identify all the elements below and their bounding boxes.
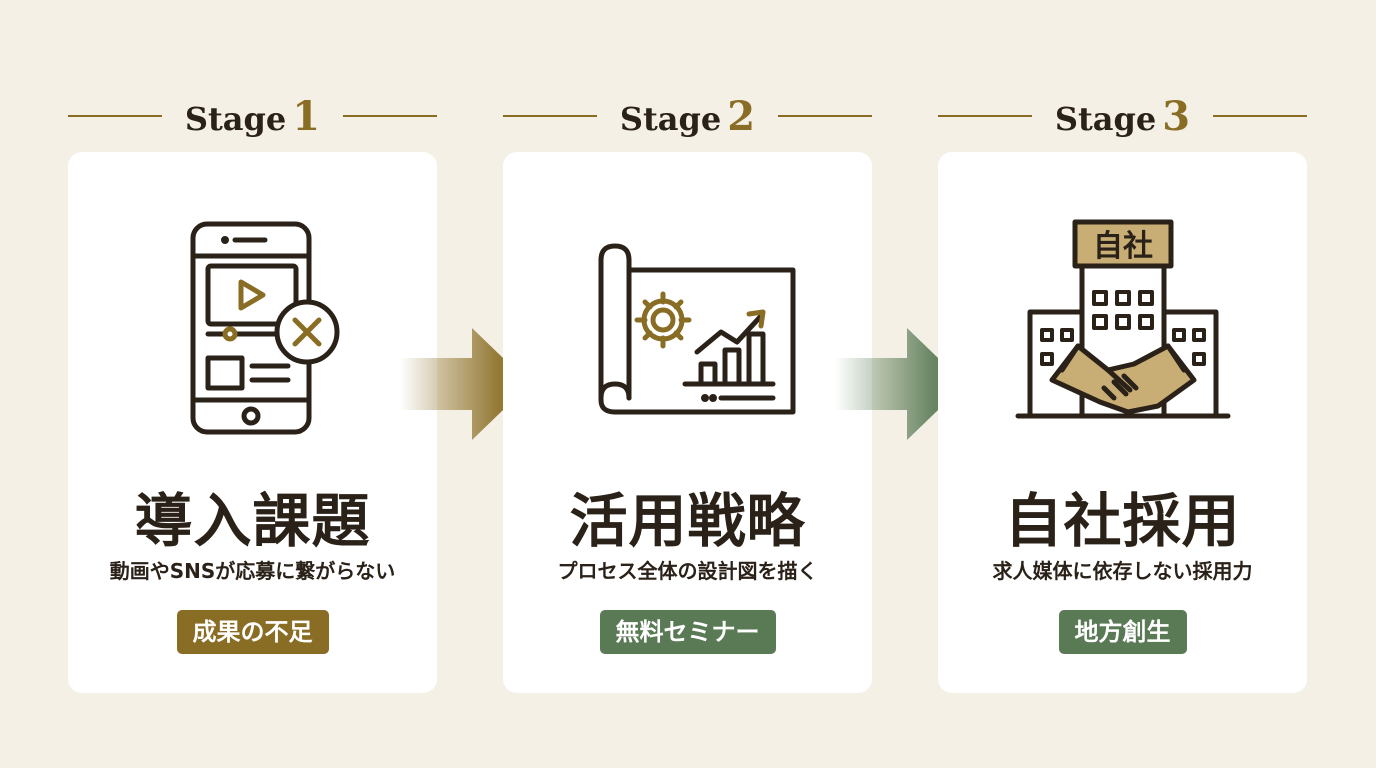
stage-2-label: Stage 2 xyxy=(620,93,755,140)
arrow-right-icon xyxy=(835,328,965,440)
stage-1-label: Stage 1 xyxy=(185,93,320,140)
stage-number: 2 xyxy=(727,92,756,140)
header-rule-left xyxy=(503,115,597,117)
card-icon-wrap xyxy=(68,212,437,442)
building-handshake-icon: 自社 xyxy=(1015,219,1230,419)
stage-number: 1 xyxy=(292,92,321,140)
smartphone-video-x-icon xyxy=(190,221,339,435)
header-rule-left xyxy=(68,115,162,117)
arrow-right-icon xyxy=(400,328,530,440)
header-rule-right xyxy=(1212,115,1307,117)
stage-2-header: Stage 2 xyxy=(503,92,872,140)
card-icon-wrap xyxy=(503,212,872,442)
card-title: 導入課題 xyxy=(134,487,371,555)
card-title: 活用戦略 xyxy=(569,487,806,555)
card-subtitle: 動画やSNSが応募に繋がらない xyxy=(109,559,396,583)
stage-1-card: 導入課題 動画やSNSが応募に繋がらない 成果の不足 xyxy=(68,152,437,693)
card-subtitle: 求人媒体に依存しない採用力 xyxy=(992,559,1253,583)
stage-1-header: Stage 1 xyxy=(68,92,437,140)
blueprint-chart-icon xyxy=(598,243,795,415)
stage-word: Stage xyxy=(184,99,287,138)
building-sign-text: 自社 xyxy=(1093,229,1153,264)
card-badge: 無料セミナー xyxy=(599,610,776,654)
card-icon-wrap: 自社 xyxy=(938,212,1307,442)
stage-3-header: Stage 3 xyxy=(938,92,1307,140)
card-subtitle: プロセス全体の設計図を描く xyxy=(557,559,818,583)
stage-word: Stage xyxy=(1054,99,1157,138)
stage-number: 3 xyxy=(1162,92,1191,140)
card-badge: 地方創生 xyxy=(1058,610,1187,654)
stage-3-card: 自社 自社採用 求人 xyxy=(938,152,1307,693)
stage-3-label: Stage 3 xyxy=(1055,93,1190,140)
stage-word: Stage xyxy=(619,99,722,138)
header-rule-left xyxy=(938,115,1032,117)
card-badge: 成果の不足 xyxy=(176,610,329,654)
header-rule-right xyxy=(342,115,437,117)
stage-2-card: 活用戦略 プロセス全体の設計図を描く 無料セミナー xyxy=(503,152,872,693)
header-rule-right xyxy=(777,115,872,117)
card-title: 自社採用 xyxy=(1004,487,1241,555)
